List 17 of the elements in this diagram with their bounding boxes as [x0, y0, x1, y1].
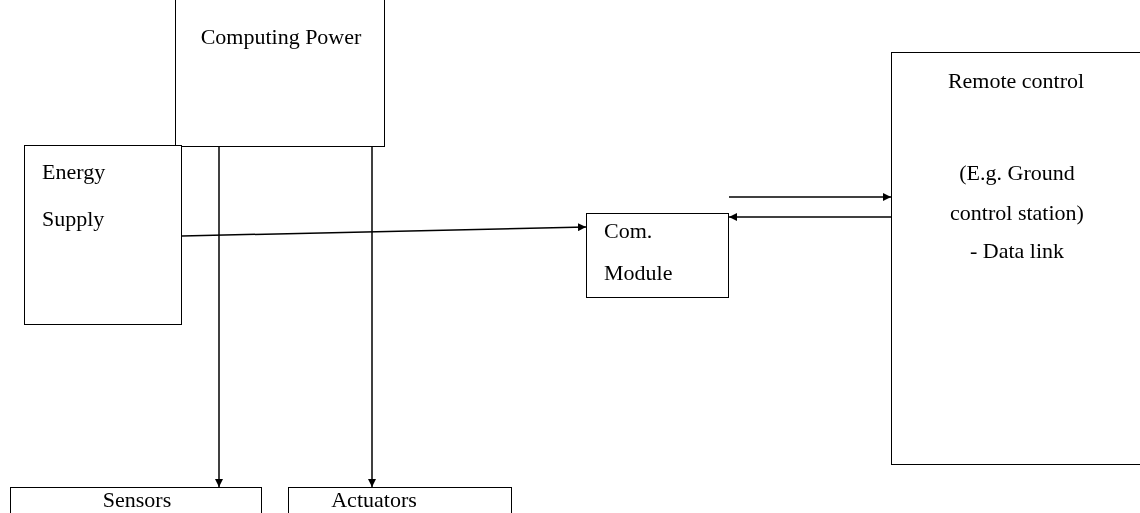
- process-box: [891, 52, 1140, 465]
- box-description: (E.g. Ground control station): [949, 159, 1085, 227]
- arrow: [368, 146, 376, 488]
- arrow: [181, 223, 587, 237]
- box-label: Energy Supply: [42, 158, 107, 233]
- process-box: [24, 145, 182, 325]
- box-label: Com. Module: [604, 217, 674, 287]
- arrow: [215, 146, 223, 488]
- process-box: [586, 213, 729, 298]
- box-label: Actuators: [330, 486, 418, 513]
- arrow: [728, 213, 892, 221]
- arrow: [728, 193, 892, 201]
- box-label: Remote control: [946, 67, 1086, 95]
- box-description: - Data link: [968, 237, 1066, 265]
- box-label: Computing Power: [199, 23, 363, 51]
- process-box: [175, 0, 385, 147]
- box-label: Sensors: [101, 486, 173, 513]
